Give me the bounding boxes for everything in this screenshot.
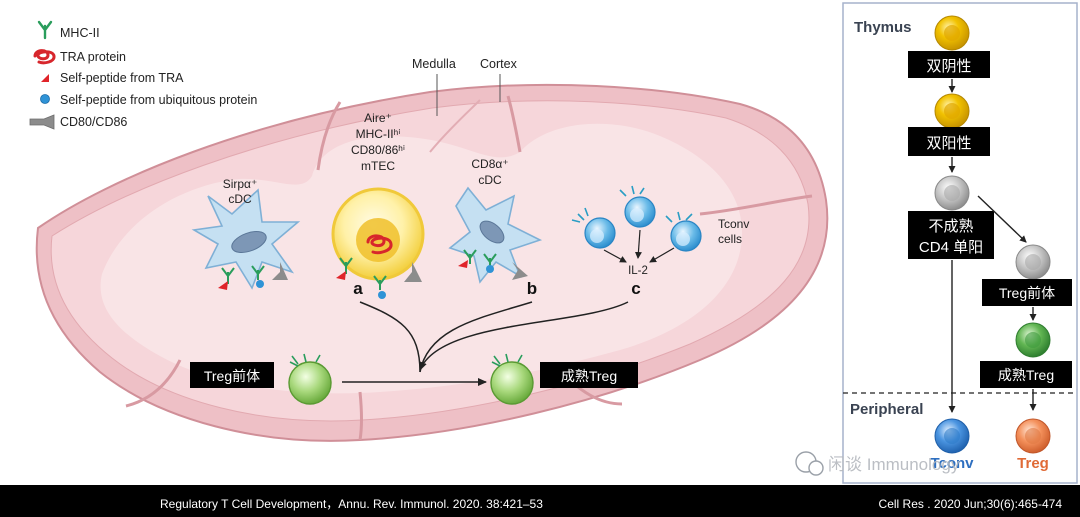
citation-left: Regulatory T Cell Development，Annu. Rev.… <box>160 497 543 511</box>
treg-precursor-label-box <box>190 362 274 388</box>
mtec-tra-protein-icon <box>366 234 393 255</box>
self-peptide-tra-icon <box>41 74 49 82</box>
arrow-to-treg-precursor <box>977 195 1027 243</box>
thymus-section-label: Thymus <box>854 19 912 36</box>
immature-cd4-label-1: 不成熟 <box>928 218 973 235</box>
legend-label-mhc-ii: MHC-II <box>60 26 100 40</box>
immature-cd4-label-2: CD4 单阳 <box>919 239 983 256</box>
legend: MHC-II TRA protein Self-peptide from TRA… <box>29 20 257 130</box>
legend-label-self-peptide-tra: Self-peptide from TRA <box>60 71 184 85</box>
mtec-label-1: Aire⁺ <box>364 111 392 125</box>
sirpa-cdc-cell <box>191 188 301 290</box>
il2-label: IL-2 <box>628 265 648 277</box>
mature-treg-label: 成熟Treg <box>561 368 617 384</box>
pathway-letter-c: c <box>631 279 640 298</box>
mature-treg-right-label: 成熟Treg <box>998 367 1054 383</box>
pathway-letter-a: a <box>353 279 363 298</box>
mtec-label-2: MHC-IIʰⁱ <box>356 127 401 141</box>
watermark: 闲谈 Immunology <box>795 451 960 476</box>
legend-label-self-peptide-ubiquitous: Self-peptide from ubiquitous protein <box>60 93 257 107</box>
treg-precursor-right-label-box <box>982 279 1072 306</box>
mature-treg-label-box <box>540 362 638 388</box>
tconv-label-2: cells <box>718 232 742 246</box>
treg-precursor-right-label: Treg前体 <box>999 285 1055 301</box>
watermark-text: 闲谈 Immunology <box>828 455 960 474</box>
thymus-lobe <box>35 83 829 442</box>
mtec-label-3: CD80/86ʰⁱ <box>351 143 405 157</box>
tconv-label-1: Tconv <box>718 217 749 231</box>
sirpa-cdc-label-2: cDC <box>228 192 252 206</box>
tra-protein-icon <box>33 49 56 65</box>
legend-label-cd80-cd86: CD80/CD86 <box>60 115 127 129</box>
cd8a-cdc-label-1: CD8α⁺ <box>471 157 508 171</box>
converging-arrows <box>342 301 629 386</box>
medulla-label: Medulla <box>412 57 456 71</box>
self-peptide-ubiquitous-icon <box>40 94 50 104</box>
sirpa-cdc-markers <box>218 262 288 290</box>
mtec-markers <box>336 257 422 299</box>
treg-precursor-label: Treg前体 <box>204 368 260 384</box>
legend-label-tra-protein: TRA protein <box>60 50 126 64</box>
treg-precursor-cell <box>288 353 332 405</box>
immature-cd4-label-box <box>908 211 994 259</box>
double-negative-label: 双阴性 <box>926 58 971 75</box>
cd8a-cdc-cell <box>448 186 543 284</box>
double-negative-label-box <box>908 51 990 78</box>
sirpa-cdc-label-1: Sirpα⁺ <box>223 177 258 191</box>
double-positive-label: 双阳性 <box>926 135 971 152</box>
mhc-ii-icon <box>37 20 53 40</box>
cd8a-cdc-label-2: cDC <box>478 173 502 187</box>
tconv-right-label: Tconv <box>930 455 974 472</box>
cd8a-cdc-markers <box>458 249 528 280</box>
pathway-letter-b: b <box>527 279 537 298</box>
mature-treg-right-label-box <box>980 361 1072 388</box>
mtec-label-4: mTEC <box>361 159 395 173</box>
mtec-cell <box>331 187 425 281</box>
peripheral-section-label: Peripheral <box>850 401 923 418</box>
treg-right-label: Treg <box>1017 455 1049 472</box>
double-positive-label-box <box>908 127 990 156</box>
cortex-label: Cortex <box>480 57 518 71</box>
tconv-cells <box>571 185 702 263</box>
citation-right: Cell Res . 2020 Jun;30(6):465-474 <box>879 497 1063 511</box>
mature-treg-cell <box>490 353 534 405</box>
cd80-cd86-icon <box>29 114 55 130</box>
